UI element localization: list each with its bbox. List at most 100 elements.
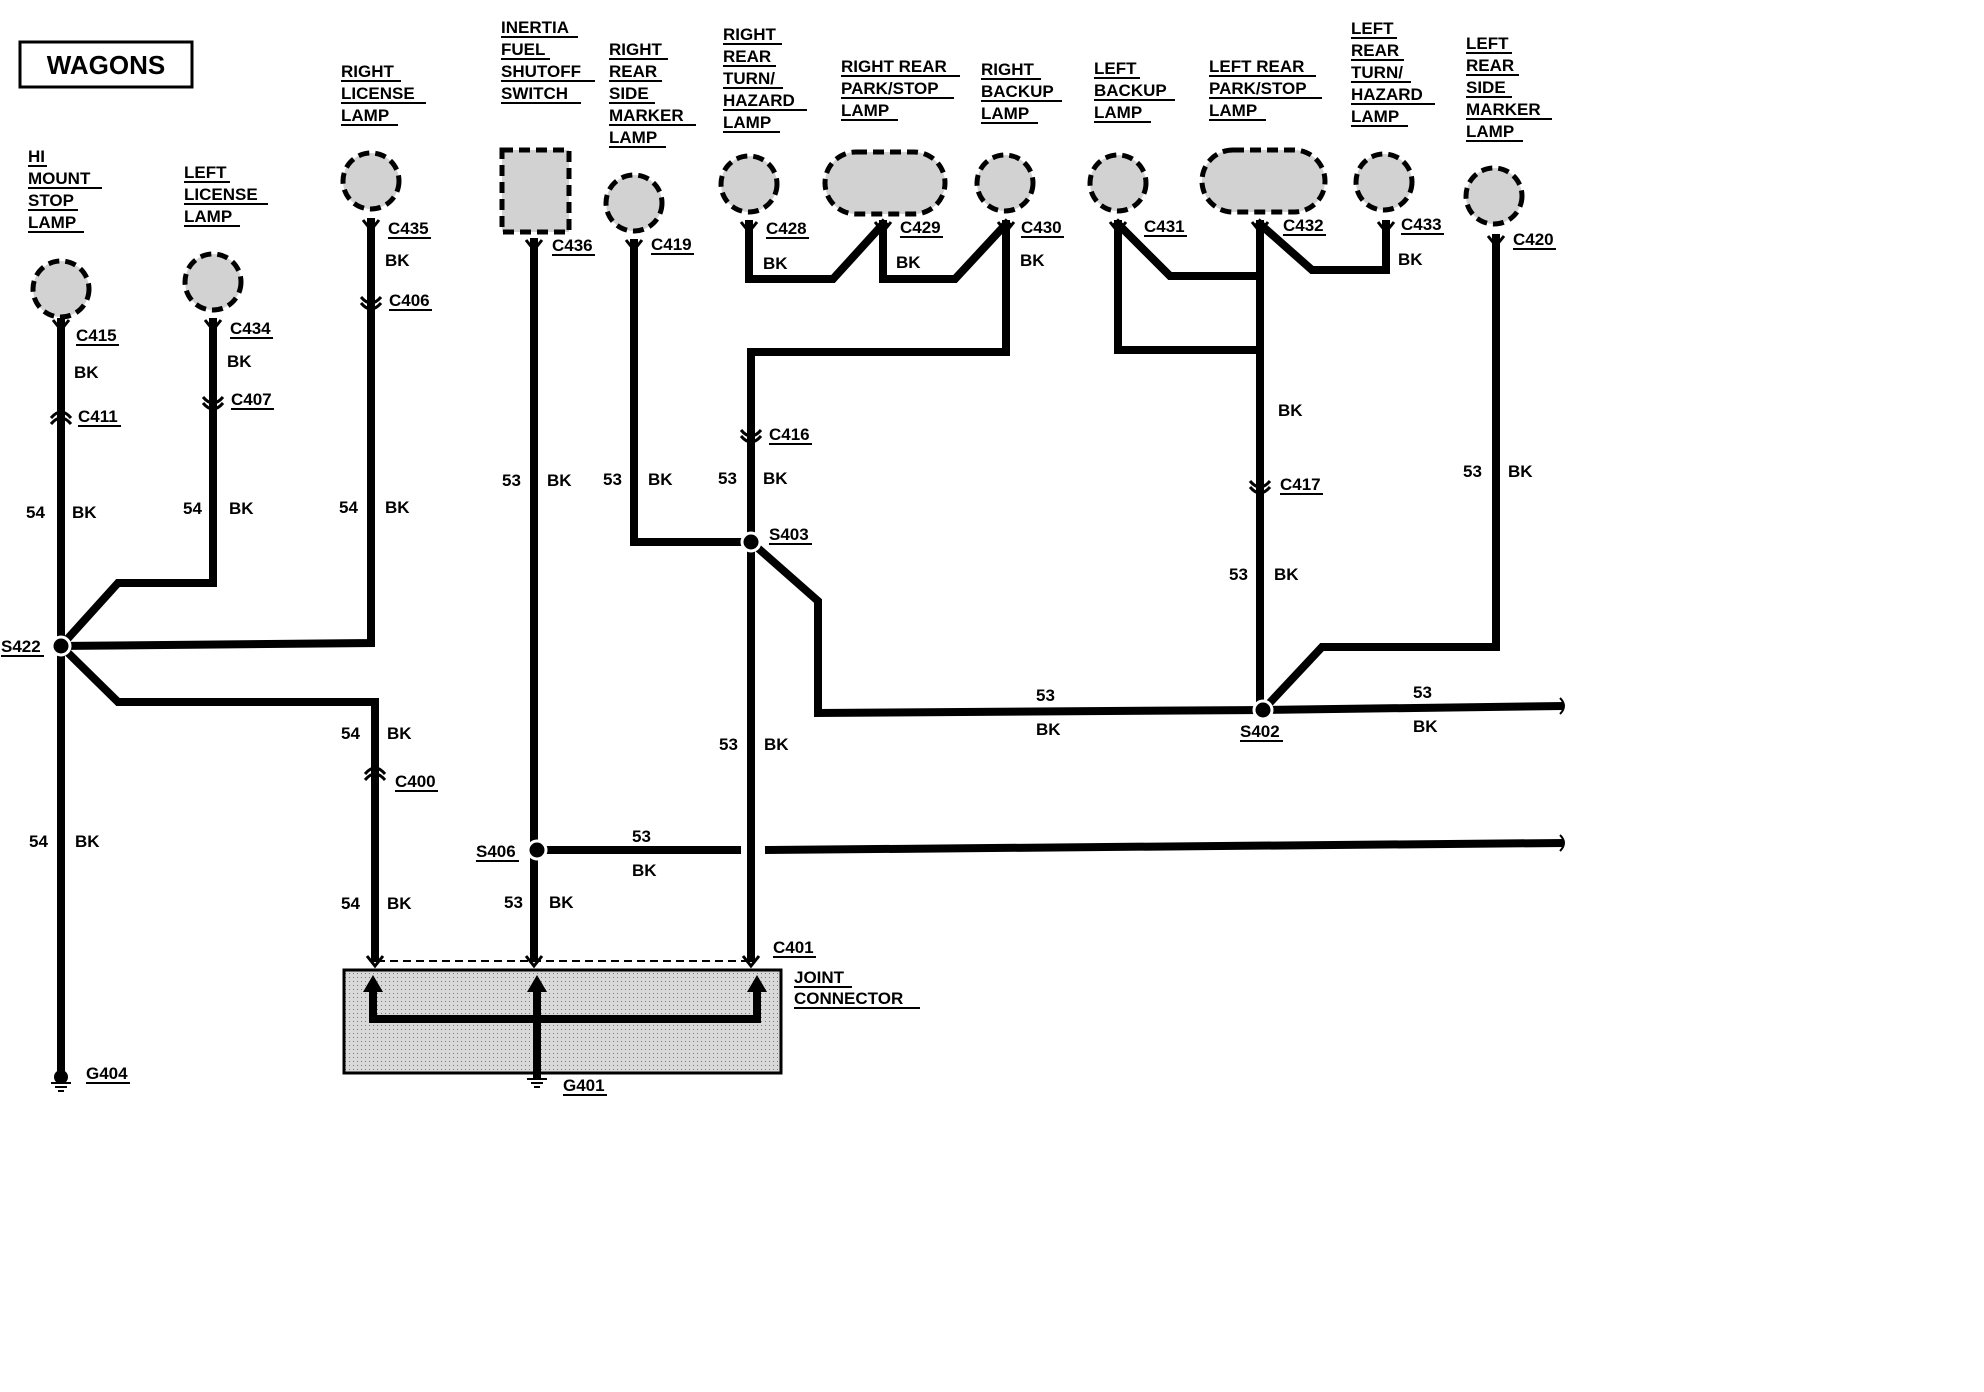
circuit-number: 53 (603, 470, 622, 489)
wire-color-label: BK (75, 832, 100, 851)
connector-label: C407 (231, 390, 272, 409)
wire-color-label: BK (1413, 717, 1438, 736)
splice-dot-s422 (50, 635, 72, 657)
splice-label: S406 (476, 842, 516, 861)
wire-labels: BK BK BK BK BK BK BK BK 54 BK 54 BK 54 B… (26, 250, 1533, 913)
wiring-diagram: WAGONS HI MOUNT STOP LAMP LEFT LICENSE L… (1, 18, 1565, 1096)
wire-color-label: BK (385, 251, 410, 270)
joint-connector-label: JOINT CONNECTOR (794, 968, 903, 1008)
wire-s402-out (1258, 701, 1565, 715)
wire-color-label: BK (648, 470, 673, 489)
wire-color-label: BK (763, 254, 788, 273)
left-backup-lamp-symbol (1087, 152, 1149, 214)
connector-label: C419 (651, 235, 692, 254)
wire-continuation-marks (1559, 697, 1565, 852)
wire-color-label: BK (1278, 401, 1303, 420)
wire-color-label: BK (1020, 251, 1045, 270)
connector-label: C400 (395, 772, 436, 791)
left-rear-park-stop-lamp-symbol (1199, 147, 1328, 215)
label-left-rear-side-marker-lamp: LEFT REAR SIDE MARKER LAMP (1466, 34, 1545, 141)
wire-color-label: BK (549, 893, 574, 912)
diagram-title: WAGONS (47, 50, 165, 80)
splice-label: S403 (769, 525, 809, 544)
label-left-rear-turn-hazard-lamp: LEFT REAR TURN/ HAZARD LAMP (1351, 19, 1428, 126)
wires (55, 218, 1565, 1079)
wire-color-label: BK (385, 498, 410, 517)
connector-label: C436 (552, 236, 593, 255)
wire-color-label: BK (72, 503, 97, 522)
wire-color-label: BK (896, 253, 921, 272)
connector-label: C415 (76, 326, 117, 345)
circuit-number: 53 (632, 827, 651, 846)
circuit-number: 53 (504, 893, 523, 912)
wire-color-label: BK (1508, 462, 1533, 481)
connector-label: C430 (1021, 218, 1062, 237)
left-rear-turn-lamp-symbol (1353, 151, 1415, 213)
ground-label: G401 (563, 1076, 605, 1095)
right-rear-park-stop-lamp-symbol (822, 149, 948, 217)
connector-label: C431 (1144, 217, 1185, 236)
connector-label: C428 (766, 219, 807, 238)
connector-pins (51, 219, 1506, 969)
wire-rr-park (879, 218, 1012, 283)
connector-label: C432 (1283, 216, 1324, 235)
ground-label: G404 (86, 1064, 128, 1083)
connector-label: C433 (1401, 215, 1442, 234)
left-license-lamp-symbol (182, 251, 244, 313)
circuit-number: 53 (502, 471, 521, 490)
wire-color-label: BK (547, 471, 572, 490)
label-left-rear-park-stop-lamp: LEFT REAR PARK/STOP LAMP (1209, 57, 1311, 120)
right-backup-lamp-symbol (974, 152, 1036, 214)
circuit-number: 54 (29, 832, 48, 851)
label-right-rear-park-stop-lamp: RIGHT REAR PARK/STOP LAMP (841, 57, 952, 120)
wire-left-license (55, 318, 217, 652)
wire-lr-side-marker (1257, 234, 1500, 716)
wire-lr-turn (1254, 218, 1390, 274)
wire-color-label: BK (387, 894, 412, 913)
connector-label: C411 (78, 407, 118, 426)
splice-label: S422 (1, 637, 41, 656)
circuit-number: 53 (1413, 683, 1432, 702)
connector-label: C429 (900, 218, 941, 237)
right-rear-side-marker-lamp-symbol (603, 172, 665, 234)
label-left-backup-lamp: LEFT BACKUP LAMP (1094, 59, 1171, 122)
reference-labels: C415 C434 C435 C436 C419 C428 C429 C430 … (1, 215, 1554, 1095)
hi-mount-stop-lamp-symbol (30, 258, 92, 320)
connector-label: C401 (773, 938, 814, 957)
wire-color-label: BK (1274, 565, 1299, 584)
wire-color-label: BK (229, 499, 254, 518)
right-license-lamp-symbol (340, 150, 402, 212)
wire-color-label: BK (1398, 250, 1423, 269)
wire-s403-to-s402 (745, 536, 1268, 718)
component-labels: HI MOUNT STOP LAMP LEFT LICENSE LAMP RIG… (28, 18, 1545, 232)
splice-dot-s402 (1252, 699, 1274, 721)
connector-label: C435 (388, 219, 429, 238)
connector-label: C417 (1280, 475, 1321, 494)
right-rear-turn-lamp-symbol (718, 153, 780, 215)
left-rear-side-marker-lamp-symbol (1463, 165, 1525, 227)
label-right-license-lamp: RIGHT LICENSE LAMP (341, 62, 419, 125)
label-right-backup-lamp: RIGHT BACKUP LAMP (981, 60, 1058, 123)
wire-rr-turn (745, 218, 889, 283)
wire-color-label: BK (763, 469, 788, 488)
wire-color-label: BK (632, 861, 657, 880)
splice-dot-s406 (526, 839, 548, 861)
circuit-number: 53 (719, 735, 738, 754)
label-inertia-fuel-shutoff-switch: INERTIA FUEL SHUTOFF SWITCH (501, 18, 586, 103)
circuit-number: 53 (1463, 462, 1482, 481)
wire-color-label: BK (764, 735, 789, 754)
circuit-number: 54 (341, 894, 360, 913)
joint-connector: JOINT CONNECTOR (342, 960, 920, 1080)
label-right-rear-turn-hazard-lamp: RIGHT REAR TURN/ HAZARD LAMP (723, 25, 800, 132)
label-left-license-lamp: LEFT LICENSE LAMP (184, 163, 262, 226)
ground-icon (51, 1070, 71, 1092)
wire-right-license (56, 218, 375, 651)
inertia-switch-symbol (499, 147, 572, 235)
reference-label-underlines (1, 233, 1556, 1096)
circuit-number: 54 (341, 724, 360, 743)
circuit-number: 53 (718, 469, 737, 488)
wire-s406-out (764, 838, 1565, 855)
circuit-number: 53 (1036, 686, 1055, 705)
title-box: WAGONS (18, 40, 194, 89)
wire-color-label: BK (74, 363, 99, 382)
